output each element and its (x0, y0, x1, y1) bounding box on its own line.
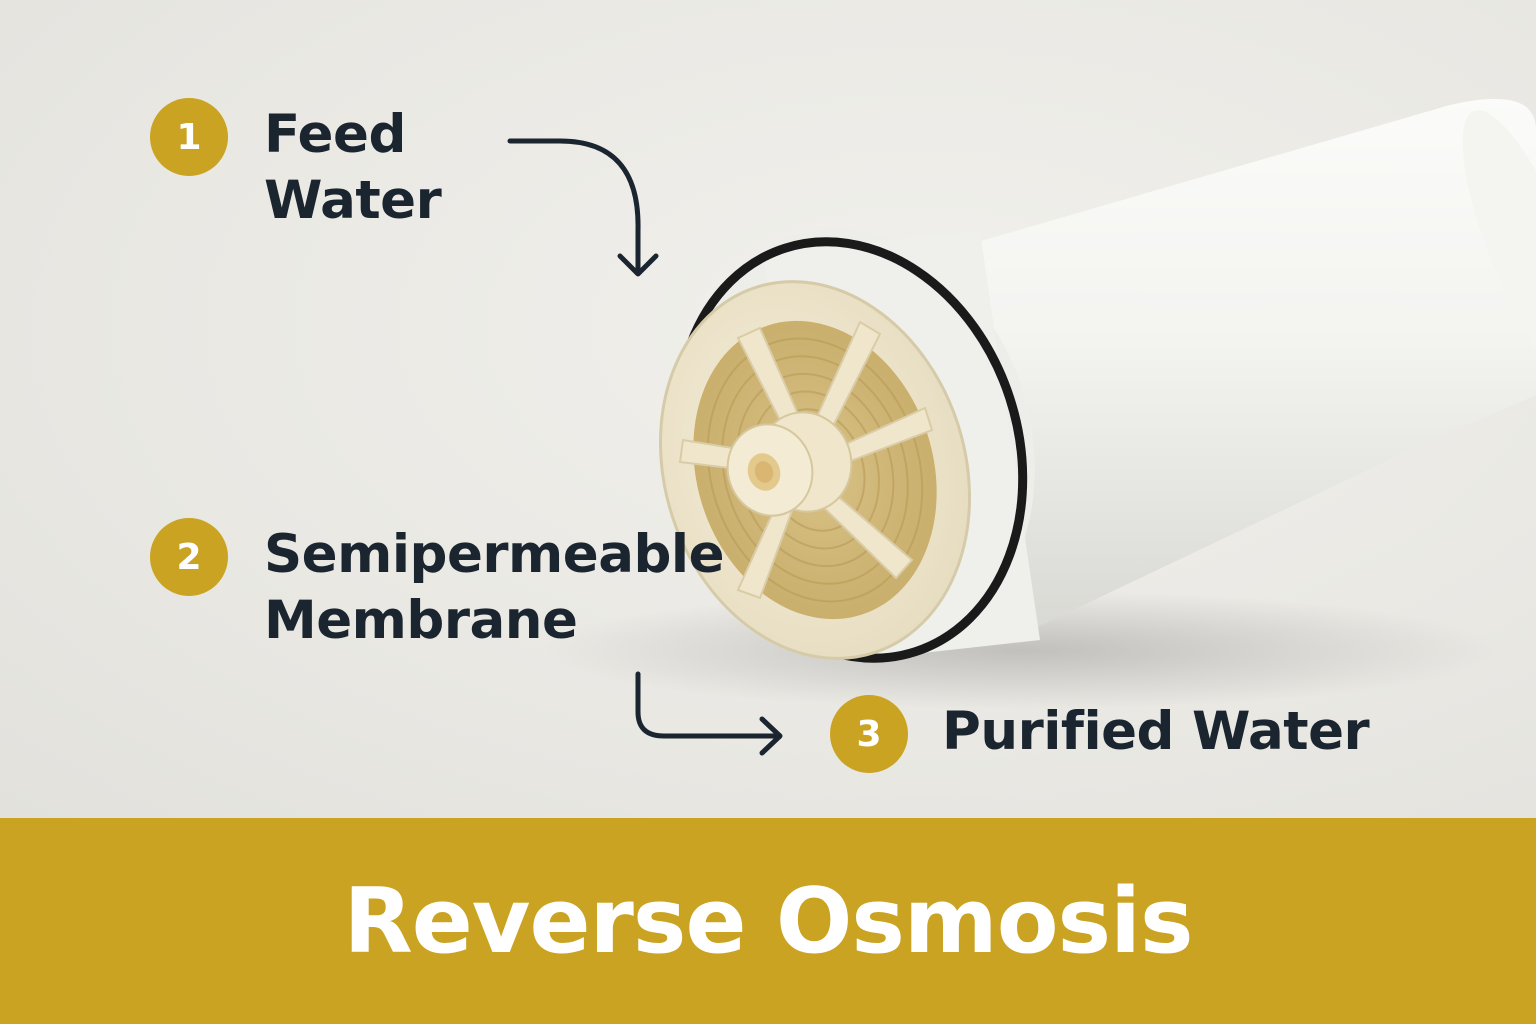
step-number-badge: 2 (150, 518, 228, 596)
step-feed-water: 1 Feed Water (150, 98, 442, 234)
step-label: Semipermeable Membrane (264, 524, 725, 651)
step-purified-water: 3 Purified Water (830, 695, 1370, 773)
step-number-badge: 1 (150, 98, 228, 176)
step-label: Feed Water (264, 104, 442, 231)
bent-arrow-right-icon (635, 671, 783, 756)
permeate-outlet (726, 411, 853, 517)
step-number-badge: 3 (830, 695, 908, 773)
diagram-canvas: 1 Feed Water 2 Semipermeable Membrane 3 … (0, 0, 1536, 818)
step-semipermeable-membrane: 2 Semipermeable Membrane (150, 518, 725, 654)
cartridge-body (950, 98, 1536, 641)
step-label: Purified Water (942, 701, 1370, 762)
membrane-illustration (507, 98, 1536, 756)
title-banner: Reverse Osmosis (0, 818, 1536, 1024)
curved-arrow-down-icon (507, 138, 659, 277)
banner-title: Reverse Osmosis (343, 868, 1193, 974)
